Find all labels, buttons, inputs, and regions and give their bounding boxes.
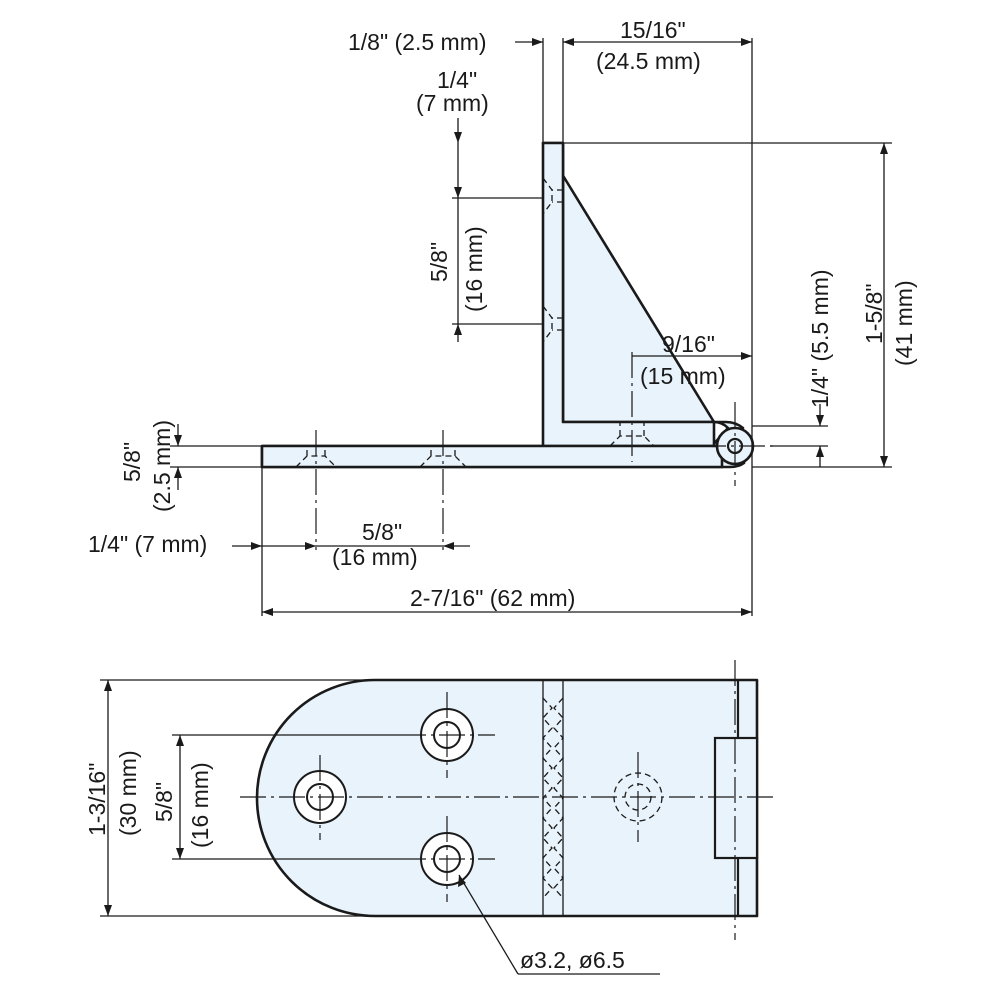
dim-width-2: (30 mm) bbox=[115, 750, 141, 836]
dim-hole-pitch-1: 5/8" bbox=[151, 782, 177, 822]
dim-thickness-left-2: (2.5 mm) bbox=[149, 420, 175, 512]
top-view-plate bbox=[255, 678, 759, 918]
dim-hole-offset-1: 9/16" bbox=[662, 331, 715, 357]
side-view-part-outline bbox=[260, 141, 746, 469]
dim-pin-height: 1/4" (5.5 mm) bbox=[807, 269, 833, 408]
dim-thickness-top: 1/8" (2.5 mm) bbox=[348, 29, 487, 55]
dim-horiz-pitch-1: 5/8" bbox=[362, 519, 402, 545]
dim-thickness-left-1: 5/8" bbox=[119, 442, 145, 482]
dim-vert-pitch-2: (16 mm) bbox=[461, 226, 487, 312]
dim-leaf-width-1: 15/16" bbox=[620, 17, 686, 43]
dim-vert-pitch-1: 5/8" bbox=[426, 242, 452, 282]
dim-total-height-2: (41 mm) bbox=[891, 280, 917, 366]
side-view: 1/8" (2.5 mm) 15/16" (24.5 mm) 1/4" (7 m… bbox=[88, 17, 917, 616]
knuckle-slot bbox=[713, 736, 759, 860]
dim-leaf-width-2: (24.5 mm) bbox=[596, 48, 701, 74]
dim-top-offset-2: (7 mm) bbox=[416, 90, 489, 116]
dim-end-offset: 1/4" (7 mm) bbox=[88, 531, 207, 557]
dim-horiz-pitch-2: (16 mm) bbox=[332, 544, 418, 570]
top-view: 1-3/16" (30 mm) 5/8" (16 mm) ø3.2, ø6.5 bbox=[84, 660, 778, 975]
horizontal-leaf bbox=[260, 444, 724, 469]
dim-width-1: 1-3/16" bbox=[84, 763, 110, 836]
dim-top-offset-1: 1/4" bbox=[437, 67, 477, 93]
dim-hole-pitch-2: (16 mm) bbox=[187, 762, 213, 848]
dim-hole-offset-2: (15 mm) bbox=[640, 363, 726, 389]
vertical-countersinks bbox=[542, 177, 563, 343]
dim-total-length: 2-7/16" (62 mm) bbox=[410, 585, 575, 611]
hole-callout: ø3.2, ø6.5 bbox=[520, 947, 625, 973]
dim-total-height-1: 1-5/8" bbox=[861, 283, 887, 344]
